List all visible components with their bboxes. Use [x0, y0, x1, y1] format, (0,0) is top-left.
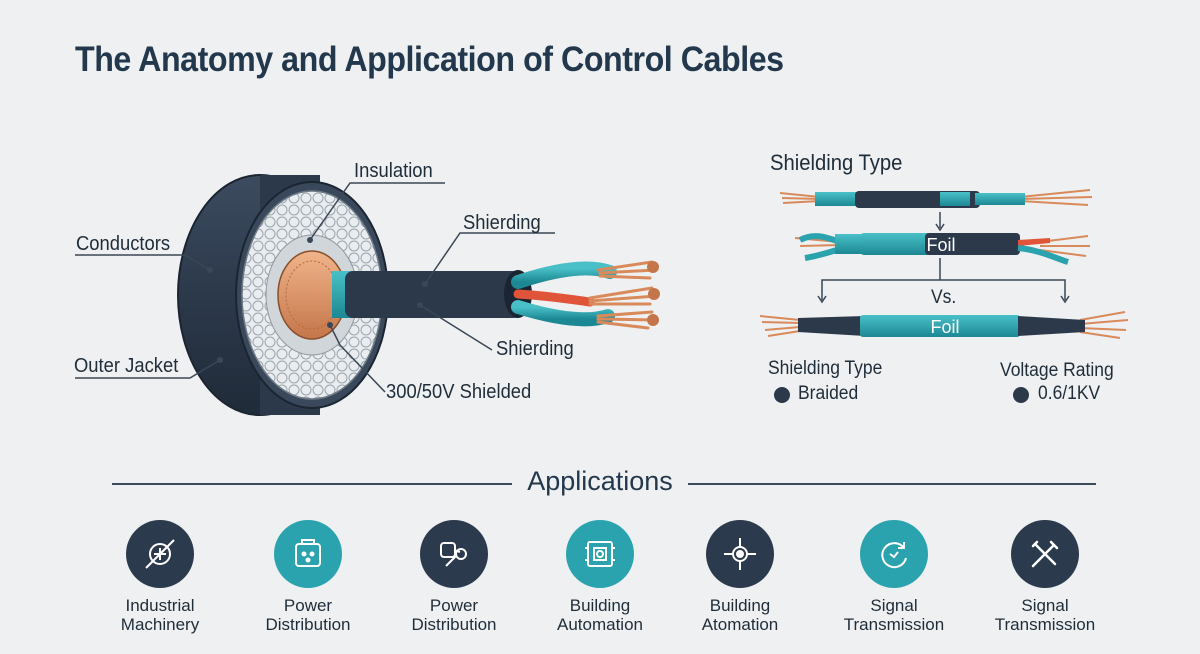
shielding-type-value: Braided — [798, 383, 859, 404]
power-box-icon — [274, 520, 342, 588]
tools-icon — [1011, 520, 1079, 588]
label-shielding-top: Shierding — [463, 212, 541, 234]
cable-cross-section — [177, 174, 389, 416]
foil-label-top: Foil — [926, 235, 955, 255]
foil-label-bottom: Foil — [930, 317, 959, 337]
application-label-line2: Transmission — [994, 615, 1096, 634]
label-conductors: Conductors — [76, 233, 171, 255]
application-label-line2: Distribution — [411, 615, 497, 634]
applications-rule-left — [112, 483, 512, 485]
shielding-heading: Shielding Type — [770, 150, 903, 175]
application-label-line1: Signal — [1021, 596, 1069, 615]
building-panel-icon — [566, 520, 634, 588]
application-label-line1: Building — [709, 596, 771, 615]
versus-label: Vs. — [931, 287, 957, 308]
gear-wheel-icon — [706, 520, 774, 588]
label-rating: 300/50V Shielded — [386, 381, 532, 403]
label-shielding-bottom: Shierding — [496, 338, 574, 360]
application-label-line1: Building — [569, 596, 631, 615]
application-label-line1: Industrial — [125, 596, 195, 615]
shielding-versus-arrows — [817, 258, 1070, 304]
shielding-cable-top — [779, 189, 1093, 232]
cable-body — [332, 260, 660, 330]
label-outer-jacket: Outer Jacket — [74, 355, 179, 377]
page-title: The Anatomy and Application of Control C… — [75, 40, 784, 79]
application-label-line1: Power — [429, 596, 479, 615]
application-label-line1: Signal — [870, 596, 918, 615]
shielding-type-label: Shielding Type — [768, 358, 883, 379]
signal-cycle-icon — [860, 520, 928, 588]
application-label-line2: Machinery — [120, 615, 200, 634]
voltage-bullet-icon — [1013, 387, 1029, 403]
voltage-value: 0.6/1KV — [1038, 383, 1101, 404]
power-plug-icon — [420, 520, 488, 588]
applications-rule-right — [688, 483, 1096, 485]
application-label-line2: Distribution — [265, 615, 351, 634]
applications-heading: Applications — [527, 466, 673, 496]
application-label-line2: Atomation — [701, 615, 779, 634]
cable-diagram: Foil Foil — [75, 174, 1129, 416]
voltage-label: Voltage Rating — [1000, 360, 1114, 381]
braided-bullet-icon — [774, 387, 790, 403]
application-label-line2: Transmission — [843, 615, 945, 634]
shielding-cable-bottom: Foil — [759, 311, 1129, 339]
machinery-icon — [126, 520, 194, 588]
application-label-line1: Power — [283, 596, 333, 615]
label-insulation: Insulation — [354, 160, 433, 182]
shielding-cable-middle: Foil — [794, 233, 1090, 265]
application-label-line2: Automation — [557, 615, 643, 634]
